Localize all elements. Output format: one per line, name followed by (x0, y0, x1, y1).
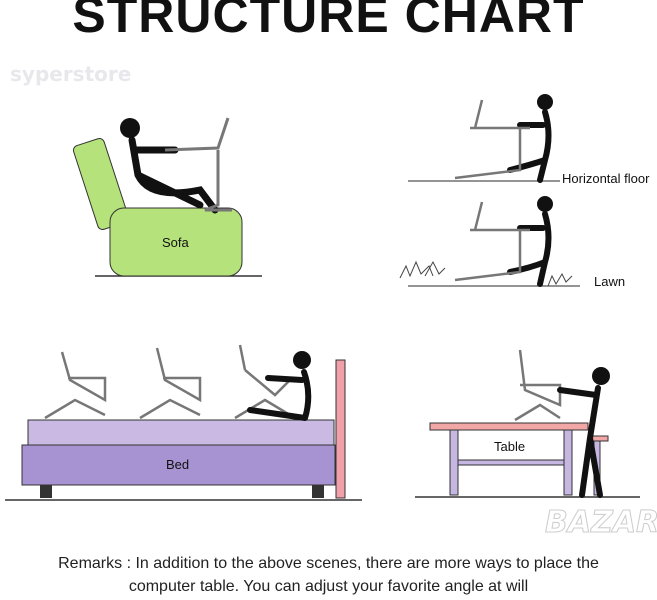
lawn-scene (399, 196, 580, 287)
watermark-syperstore: syperstore (10, 62, 132, 86)
sofa-seat (109, 207, 243, 277)
label-bed: Bed (166, 457, 190, 472)
remarks-line-2: computer table. You can adjust your favo… (128, 578, 529, 595)
label-lawn: Lawn (594, 274, 626, 289)
remarks: Remarks : In addition to the above scene… (0, 552, 657, 598)
label-sofa: Sofa (162, 235, 189, 250)
bed-headboard (335, 359, 346, 499)
bed-mattress (27, 419, 335, 446)
label-table: Table (494, 439, 526, 454)
floor-scene (408, 94, 560, 183)
remarks-line-1: Remarks : In addition to the above scene… (58, 555, 599, 572)
table-top (429, 422, 589, 431)
table-scene (415, 349, 640, 498)
bed-base (21, 444, 336, 486)
sofa-scene (72, 117, 262, 277)
bed-scene (5, 344, 362, 501)
watermark-bazar: BAZAR (544, 505, 657, 541)
page-title: STRUCTURE CHART (72, 0, 585, 43)
label-horizontal-floor: Horizontal floor (562, 171, 650, 186)
